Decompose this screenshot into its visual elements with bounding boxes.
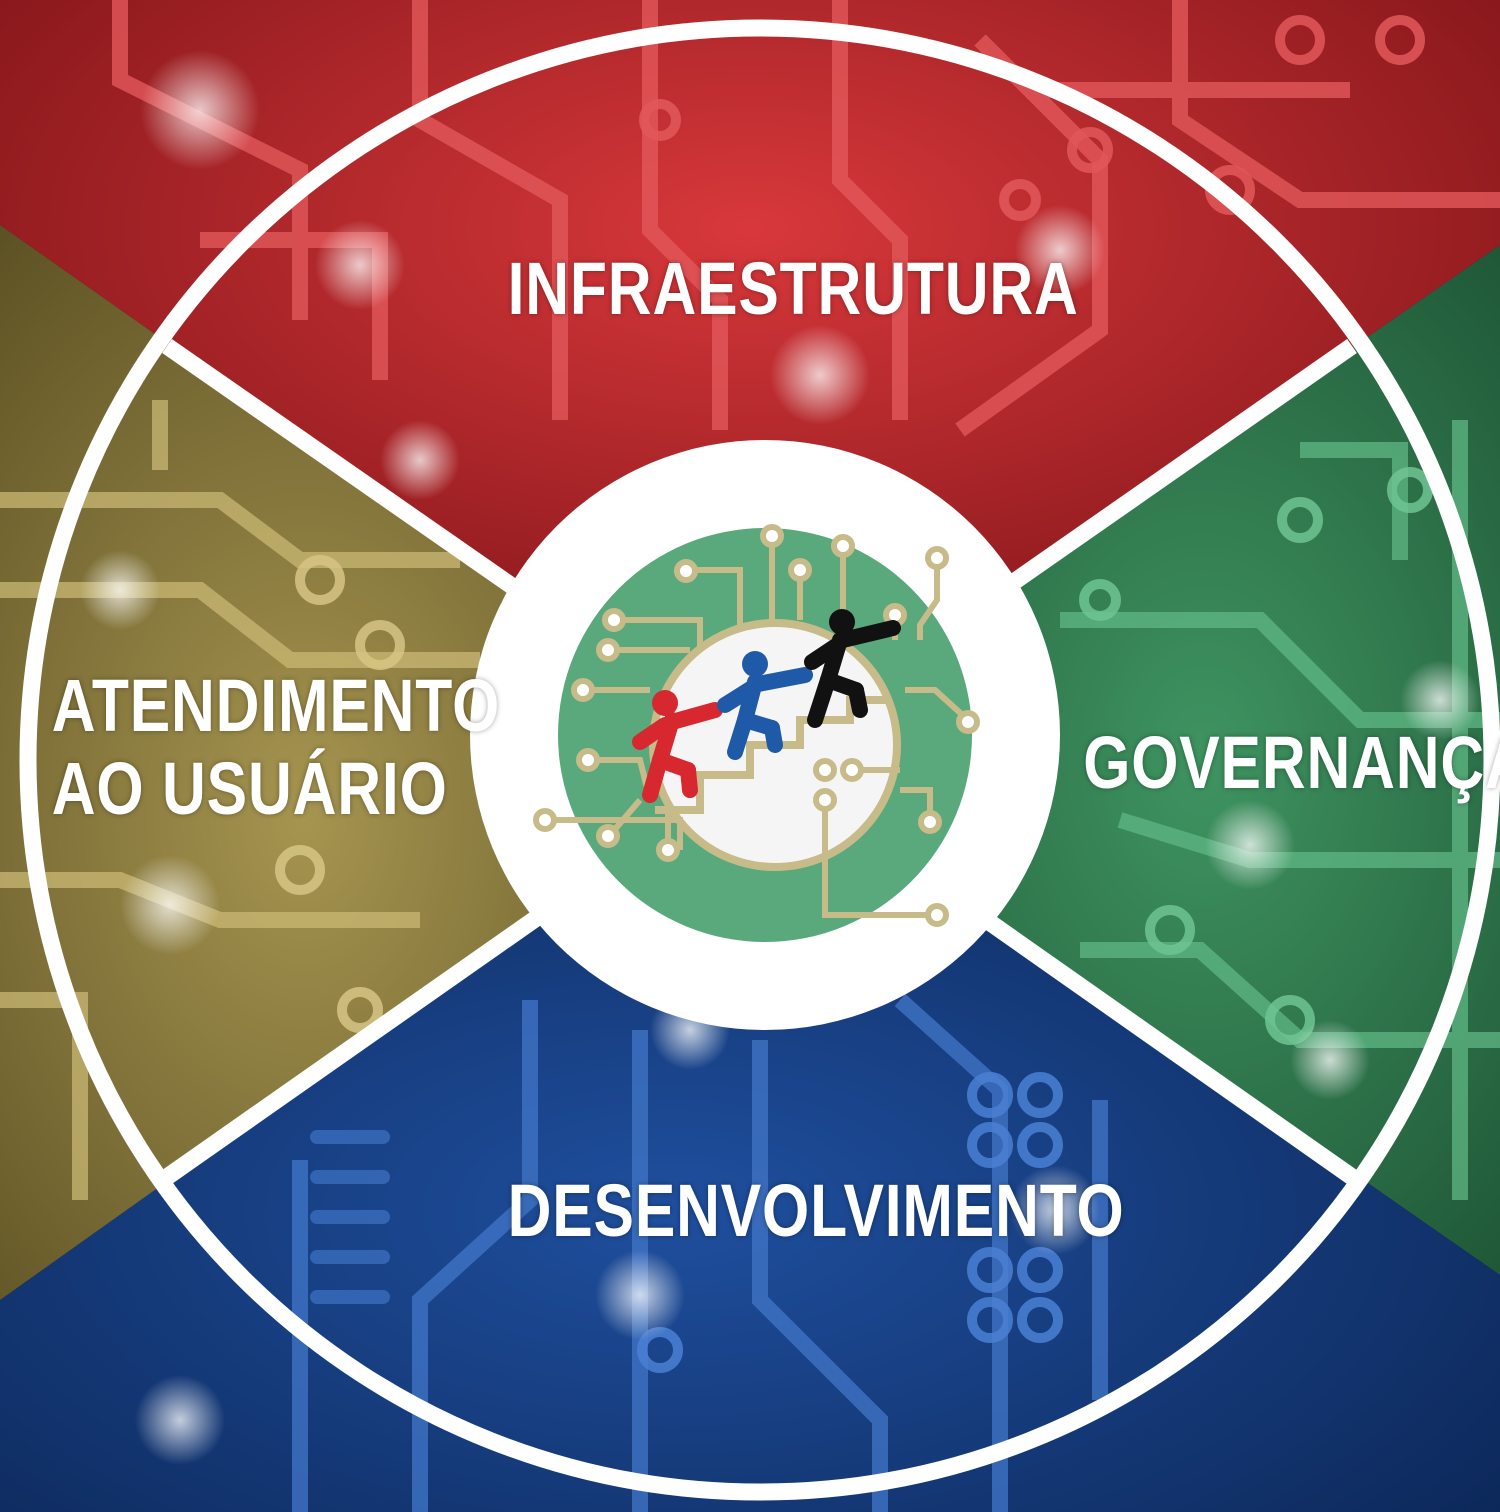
label-atendimento-line2: AO USUÁRIO <box>51 746 448 830</box>
circuit-nodes-olive <box>275 555 405 1033</box>
outer-ring <box>19 19 1500 1501</box>
label-governanca: GOVERNANÇA <box>1083 721 1500 804</box>
segment-governanca-bg <box>760 245 1500 1275</box>
circuit-nodes-blue <box>637 1072 1063 1373</box>
circuit-nodes-green <box>1079 467 1433 1045</box>
segment-desenvolvimento-bg <box>0 760 1500 1512</box>
label-infraestrutura: INFRAESTRUTURA <box>507 247 1079 330</box>
figure-red-icon <box>632 690 723 803</box>
segment-infraestrutura-bg <box>0 0 1500 760</box>
circuit-bars-blue <box>310 1130 390 1304</box>
hub-circuit-nodes <box>533 524 980 927</box>
label-atendimento-line1: ATENDIMENTO <box>51 664 501 747</box>
circuit-glows-olive <box>80 550 220 955</box>
circuit-glows-red <box>140 50 1105 500</box>
circuit-glows-green <box>1205 660 1480 1100</box>
figure-black-icon <box>804 609 901 728</box>
divider-lines <box>162 339 1357 1184</box>
label-desenvolvimento: DESENVOLVIMENTO <box>507 1169 1125 1252</box>
figure-blue-icon <box>717 651 813 760</box>
label-atendimento-ao-usuario: ATENDIMENTO AO USUÁRIO <box>51 664 501 831</box>
